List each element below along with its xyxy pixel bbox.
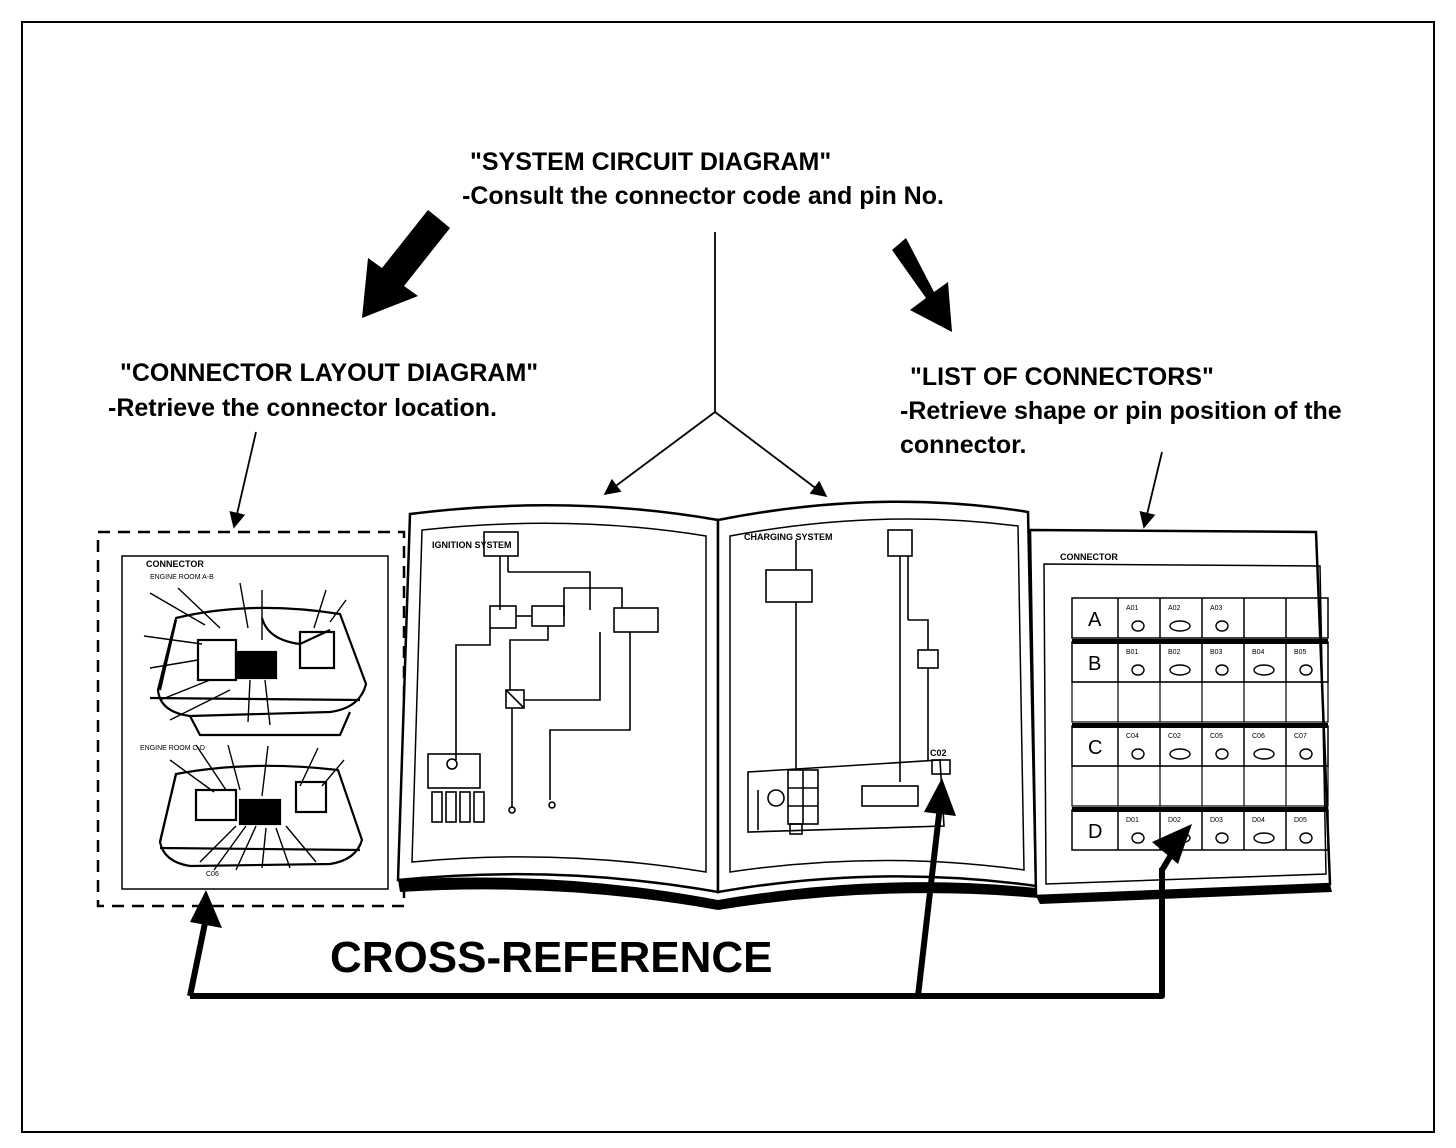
layout-bottom-code: C06 bbox=[206, 871, 219, 878]
table-spacer-row bbox=[1071, 681, 1329, 723]
list-connectors-title: "LIST OF CONNECTORS" bbox=[910, 363, 1214, 391]
connector-code: D01 bbox=[1126, 817, 1139, 824]
connector-code: A02 bbox=[1168, 605, 1181, 612]
ignition-circuit-sketch bbox=[427, 531, 659, 823]
system-arrows bbox=[229, 232, 1163, 529]
connector-code: D02 bbox=[1168, 817, 1181, 824]
connector-layout-desc: -Retrieve the connector location. bbox=[108, 394, 497, 422]
connector-shape-icon bbox=[1299, 664, 1313, 676]
book-right-page bbox=[716, 500, 1038, 894]
table-row: A A01 A02 A03 bbox=[1071, 597, 1329, 639]
system-circuit-title: "SYSTEM CIRCUIT DIAGRAM" bbox=[470, 148, 831, 176]
engine-bay-view-2 bbox=[158, 764, 364, 868]
system-circuit-desc: -Consult the connector code and pin No. bbox=[462, 182, 944, 210]
connector-code: B04 bbox=[1252, 649, 1265, 656]
connector-shape-icon bbox=[1169, 620, 1191, 632]
engine-bay-view-1 bbox=[149, 606, 368, 737]
open-book: IGNITION SYSTEM bbox=[396, 500, 1038, 910]
row-letter: A bbox=[1088, 609, 1102, 631]
connector-shape-icon bbox=[1169, 748, 1191, 760]
list-page-heading: CONNECTOR bbox=[1060, 552, 1118, 562]
connector-code: C04 bbox=[1126, 733, 1139, 740]
cross-reference-arrowheads bbox=[190, 778, 1192, 928]
table-row: D D01 D02 D03 D04 D05 bbox=[1071, 809, 1329, 851]
list-connectors-desc-1: -Retrieve shape or pin position of the bbox=[900, 397, 1342, 425]
connector-shape-icon bbox=[1131, 748, 1145, 760]
connector-shape-icon bbox=[1253, 664, 1275, 676]
left-page-title: IGNITION SYSTEM bbox=[432, 540, 512, 550]
connector-code: D05 bbox=[1294, 817, 1307, 824]
connector-code: B02 bbox=[1168, 649, 1181, 656]
cross-reference-arrow-3 bbox=[1159, 838, 1183, 872]
connector-code: C07 bbox=[1294, 733, 1307, 740]
connector-code: A03 bbox=[1210, 605, 1223, 612]
list-connectors-desc-2: connector. bbox=[900, 431, 1026, 459]
layout-view2-label: ENGINE ROOM C-D bbox=[140, 745, 205, 752]
connector-shape-icon bbox=[1299, 832, 1313, 844]
charging-circuit-sketch bbox=[747, 529, 951, 835]
leader-lines-2 bbox=[169, 744, 345, 871]
connector-code: A01 bbox=[1126, 605, 1139, 612]
connector-layout-page: CONNECTOR ENGINE ROOM A-B E bbox=[96, 530, 406, 908]
connector-shape-icon bbox=[1253, 832, 1275, 844]
connector-shape-icon bbox=[1299, 748, 1313, 760]
connector-shape-icon bbox=[1215, 620, 1229, 632]
leader-lines-1 bbox=[143, 582, 347, 726]
connector-code: C05 bbox=[1210, 733, 1223, 740]
outer-frame bbox=[21, 21, 1435, 1133]
connector-code: B01 bbox=[1126, 649, 1139, 656]
connector-shape-icon bbox=[1215, 832, 1229, 844]
connector-shape-icon bbox=[1131, 664, 1145, 676]
connector-shape-icon bbox=[1131, 832, 1145, 844]
connector-code: B05 bbox=[1294, 649, 1307, 656]
connector-code: C02 bbox=[1168, 733, 1181, 740]
row-letter: C bbox=[1088, 737, 1102, 759]
bold-arrow-left bbox=[362, 210, 450, 318]
bold-arrow-right bbox=[892, 238, 952, 332]
table-spacer-row bbox=[1071, 765, 1329, 807]
row-letter: B bbox=[1088, 653, 1101, 675]
connector-shape-icon bbox=[1215, 664, 1229, 676]
connector-shape-icon bbox=[1215, 748, 1229, 760]
connector-shape-icon bbox=[1253, 748, 1275, 760]
row-letter: D bbox=[1088, 821, 1102, 843]
connector-code: C06 bbox=[1252, 733, 1265, 740]
connector-shape-icon bbox=[1169, 664, 1191, 676]
book-left-page bbox=[396, 504, 720, 894]
book-thickness bbox=[398, 877, 1038, 910]
connector-layout-title: "CONNECTOR LAYOUT DIAGRAM" bbox=[120, 359, 538, 387]
connector-code: D04 bbox=[1252, 817, 1265, 824]
connector-code: D03 bbox=[1210, 817, 1223, 824]
cross-reference-label: CROSS-REFERENCE bbox=[330, 933, 773, 982]
layout-page-subheading: ENGINE ROOM A-B bbox=[150, 574, 214, 581]
layout-page-heading: CONNECTOR bbox=[146, 559, 204, 569]
cross-reference-arrows bbox=[187, 805, 1165, 999]
connector-code: B03 bbox=[1210, 649, 1223, 656]
right-page-title: CHARGING SYSTEM bbox=[744, 532, 833, 542]
book-connector-code: C02 bbox=[930, 748, 947, 758]
connector-shape-icon bbox=[1131, 620, 1145, 632]
